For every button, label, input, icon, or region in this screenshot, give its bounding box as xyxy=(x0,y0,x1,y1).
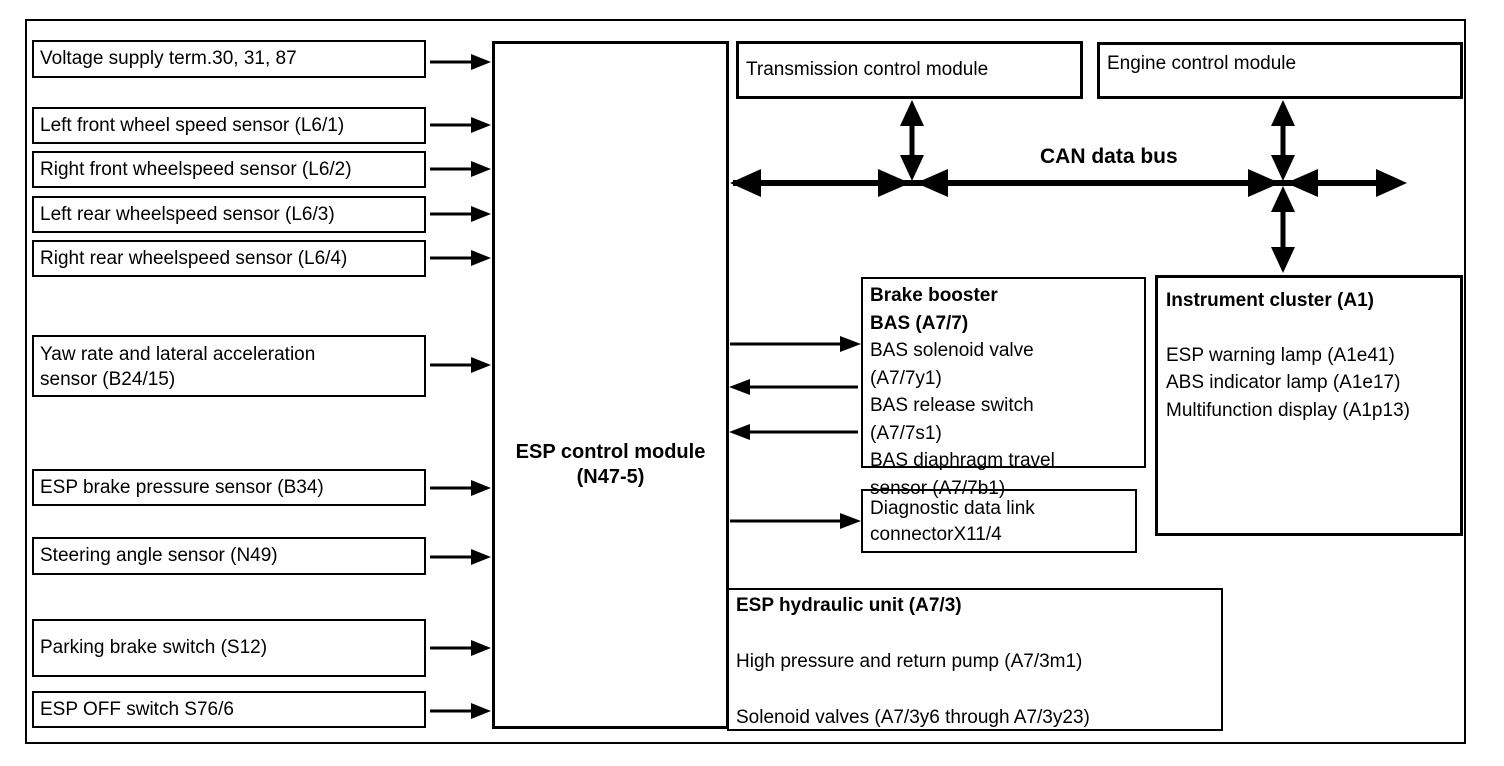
box-brake-booster-bas: Brake booster BAS (A7/7) BAS solenoid va… xyxy=(861,277,1146,499)
brake-booster-title-line2: BAS (A7/7) xyxy=(870,312,969,334)
abs-indicator-lamp-label: ABS indicator lamp (A1e17) xyxy=(1166,372,1401,393)
esp-hydraulic-unit-title: ESP hydraulic unit (A7/3) xyxy=(736,595,962,616)
spacer xyxy=(1166,315,1460,342)
box-parking-brake-switch-label: Parking brake switch (S12) xyxy=(40,637,268,658)
esp-control-module-label: ESP control module (N47-5) xyxy=(495,440,726,490)
spacer xyxy=(736,620,1221,648)
box-left-rear-wheelspeed-sensor-label: Left rear wheelspeed sensor (L6/3) xyxy=(40,203,335,225)
box-voltage-supply-label: Voltage supply term.30, 31, 87 xyxy=(40,48,297,69)
box-esp-hydraulic-unit: ESP hydraulic unit (A7/3) High pressure … xyxy=(727,588,1223,731)
box-right-front-wheelspeed-sensor-label: Right front wheelspeed sensor (L6/2) xyxy=(40,158,352,180)
spacer xyxy=(736,676,1221,704)
box-steering-angle-sensor: Steering angle sensor (N49) xyxy=(32,537,426,575)
box-yaw-rate-sensor: Yaw rate and lateral acceleration sensor… xyxy=(32,335,426,397)
box-esp-brake-pressure-sensor-label: ESP brake pressure sensor (B34) xyxy=(40,476,324,498)
box-esp-off-switch-label: ESP OFF switch S76/6 xyxy=(40,698,234,720)
brake-booster-title-line1: Brake booster xyxy=(870,285,998,306)
box-right-rear-wheelspeed-sensor: Right rear wheelspeed sensor (L6/4) xyxy=(32,240,426,277)
esp-warning-lamp-label: ESP warning lamp (A1e41) xyxy=(1166,344,1395,366)
bas-release-switch-label: BAS release switch xyxy=(870,395,1034,416)
bas-solenoid-valve-label: BAS solenoid valve xyxy=(870,340,1034,361)
can-data-bus-label: CAN data bus xyxy=(1040,145,1178,168)
box-yaw-rate-sensor-label-line1: Yaw rate and lateral acceleration xyxy=(40,344,316,365)
box-left-rear-wheelspeed-sensor: Left rear wheelspeed sensor (L6/3) xyxy=(32,196,426,233)
diagnostic-connector-line2: connectorX11/4 xyxy=(870,524,1002,545)
multifunction-display-label: Multifunction display (A1p13) xyxy=(1166,399,1410,421)
diagnostic-connector-line1: Diagnostic data link xyxy=(870,498,1035,519)
esp-control-module-name: ESP control module xyxy=(515,441,706,463)
box-yaw-rate-sensor-label-line2: sensor (B24/15) xyxy=(40,369,176,390)
box-diagnostic-data-link-connector: Diagnostic data link connectorX11/4 xyxy=(861,489,1137,553)
brake-booster-text: Brake booster BAS (A7/7) BAS solenoid va… xyxy=(870,282,1055,502)
box-voltage-supply: Voltage supply term.30, 31, 87 xyxy=(32,40,426,78)
box-right-front-wheelspeed-sensor: Right front wheelspeed sensor (L6/2) xyxy=(32,151,426,188)
bas-release-switch-id: (A7/7s1) xyxy=(870,422,942,444)
engine-control-module-label: Engine control module xyxy=(1107,53,1297,74)
box-right-rear-wheelspeed-sensor-label: Right rear wheelspeed sensor (L6/4) xyxy=(40,247,348,269)
box-engine-control-module: Engine control module xyxy=(1097,42,1463,99)
box-left-front-wheel-speed-sensor: Left front wheel speed sensor (L6/1) xyxy=(32,107,426,144)
diagram-border xyxy=(25,19,1466,744)
box-esp-control-module: ESP control module (N47-5) xyxy=(492,41,729,729)
transmission-control-module-label: Transmission control module xyxy=(746,59,989,80)
box-transmission-control-module: Transmission control module xyxy=(736,41,1083,99)
instrument-cluster-title: Instrument cluster (A1) xyxy=(1166,290,1374,311)
high-pressure-return-pump-label: High pressure and return pump (A7/3m1) xyxy=(736,651,1083,672)
solenoid-valves-label: Solenoid valves (A7/3y6 through A7/3y23) xyxy=(736,707,1090,728)
box-left-front-wheel-speed-sensor-label: Left front wheel speed sensor (L6/1) xyxy=(40,114,345,136)
box-esp-brake-pressure-sensor: ESP brake pressure sensor (B34) xyxy=(32,469,426,506)
box-steering-angle-sensor-label: Steering angle sensor (N49) xyxy=(40,545,278,566)
esp-control-module-id: (N47-5) xyxy=(576,466,645,488)
box-parking-brake-switch: Parking brake switch (S12) xyxy=(32,619,426,677)
box-instrument-cluster: Instrument cluster (A1) ESP warning lamp… xyxy=(1155,275,1463,536)
bas-diaphragm-travel-label: BAS diaphragm travel xyxy=(870,450,1055,471)
box-esp-off-switch: ESP OFF switch S76/6 xyxy=(32,691,426,728)
bas-diaphragm-travel-id: sensor (A7/7b1) xyxy=(870,477,1006,499)
bas-solenoid-valve-id: (A7/7y1) xyxy=(870,367,942,389)
